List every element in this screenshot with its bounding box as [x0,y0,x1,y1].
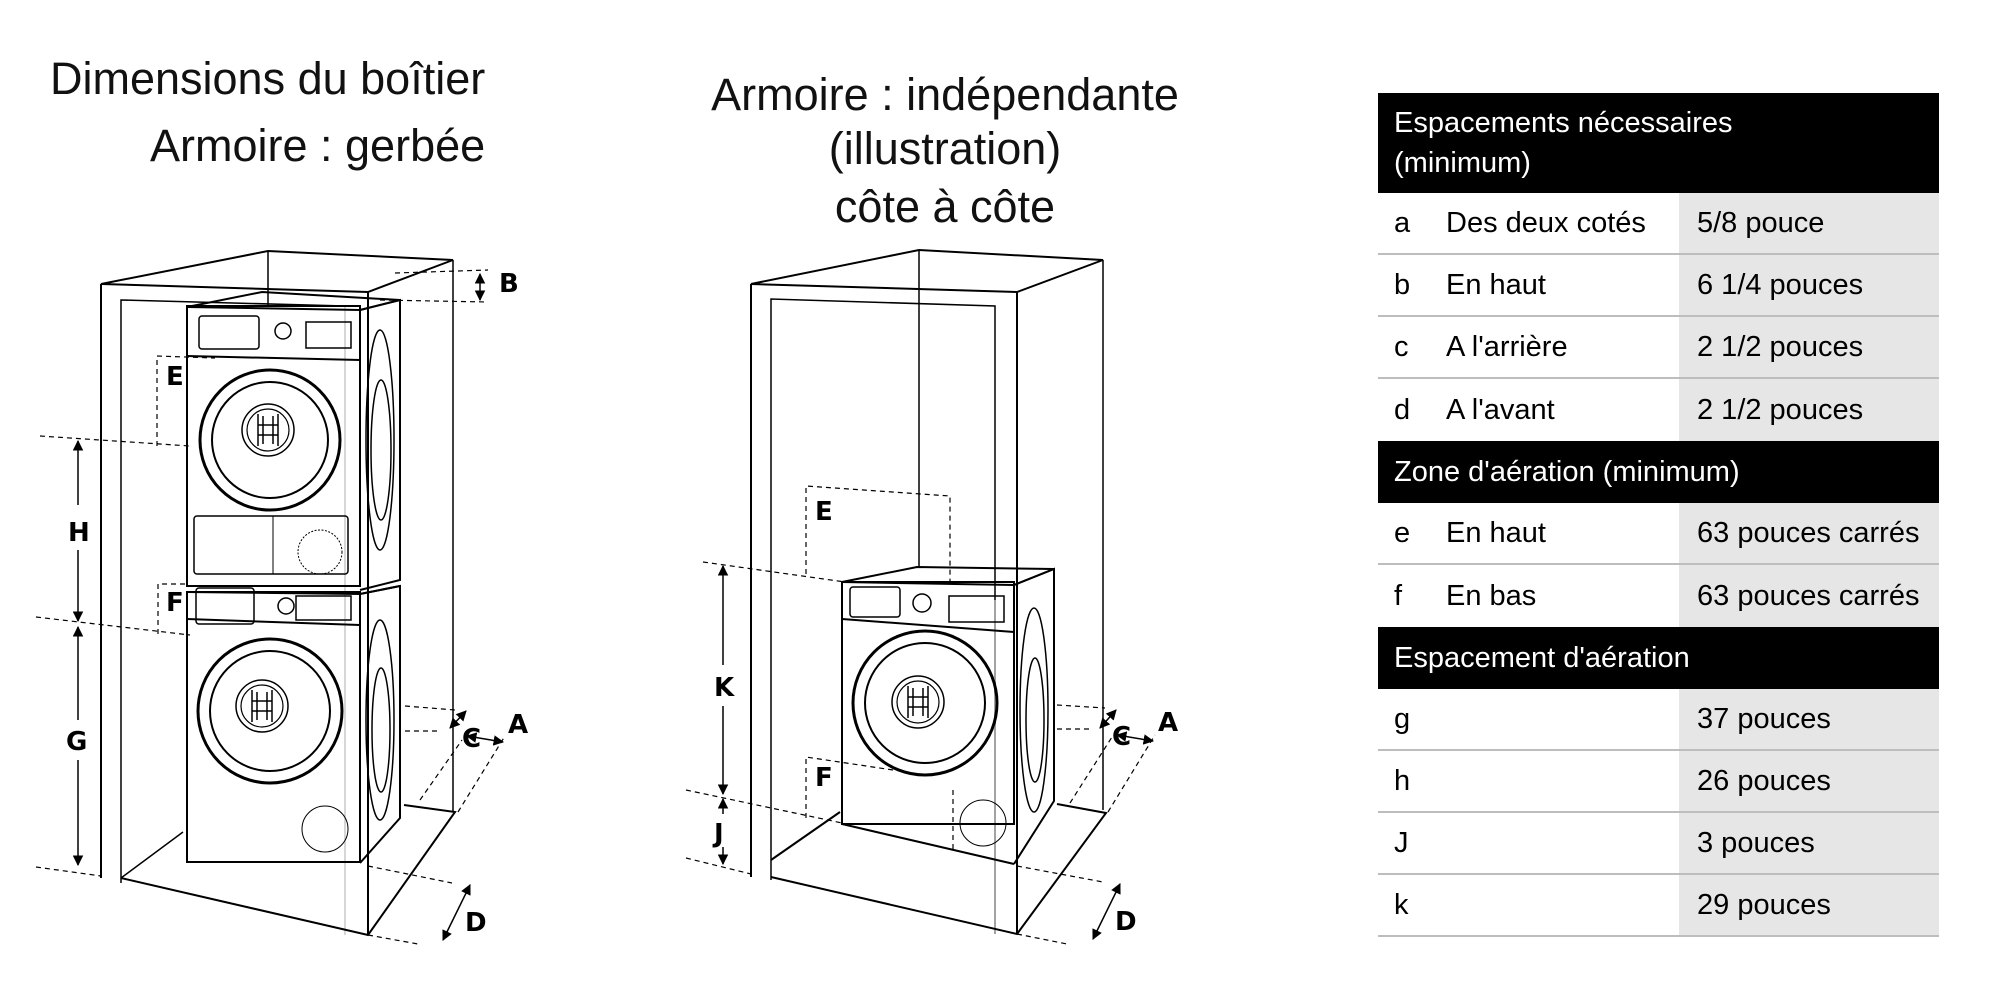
row-value: 29 pouces [1679,875,1939,935]
row-code: g [1394,702,1411,735]
label-a: A [508,710,528,740]
table-row: g 37 pouces [1378,689,1939,751]
row-label [1446,813,1679,873]
freestanding-title-line1: Armoire : indépendante [711,69,1179,120]
section-vent-spacing: Espacement d'aération g 37 pouces h 26 p… [1378,627,1939,937]
row-code: h [1394,764,1411,797]
row-label [1446,875,1679,935]
label-d: D [1115,907,1137,937]
row-code: k [1394,888,1409,921]
label-h: H [68,518,90,548]
row-label [1446,751,1679,811]
row-code: f [1394,579,1403,612]
cabinet-diagrams: B E H F G C A D [35,248,1178,945]
label-b: B [499,269,519,299]
row-value: 2 1/2 pouces [1679,379,1939,441]
row-value: 37 pouces [1679,689,1939,749]
clearance-table: Espacements nécessaires (minimum) a Des … [1378,93,1939,937]
label-g: G [66,727,87,757]
row-label: En bas [1446,579,1537,612]
label-c: C [462,724,481,754]
row-value: 63 pouces carrés [1679,503,1939,563]
table-row: k 29 pouces [1378,875,1939,937]
section-header: Espacement d'aération [1378,627,1939,689]
section-required-clearances: Espacements nécessaires (minimum) a Des … [1378,93,1939,441]
table-row: f En bas 63 pouces carrés [1378,565,1939,627]
freestanding-title-line2: (illustration) [828,123,1062,174]
row-code: b [1394,268,1411,301]
row-code: e [1394,516,1411,549]
freestanding-title-line3: côte à côte [834,181,1056,232]
row-code: a [1394,206,1411,239]
row-code: J [1394,826,1409,859]
row-label: A l'arrière [1446,330,1568,363]
freestanding-cabinet-drawing [750,248,1108,936]
section-header: Espacements nécessaires (minimum) [1378,93,1939,193]
table-row: b En haut 6 1/4 pouces [1378,255,1939,317]
label-f: F [815,763,833,793]
table-row: a Des deux cotés 5/8 pouce [1378,193,1939,255]
label-a: A [1158,708,1178,738]
table-row: J 3 pouces [1378,813,1939,875]
row-label: Des deux cotés [1446,206,1646,239]
freestanding-dimension-arrows [717,564,1155,940]
stacked-dimension-arrows [72,272,505,941]
freestanding-dimension-lines [685,485,1156,945]
table-row: c A l'arrière 2 1/2 pouces [1378,317,1939,379]
row-value: 2 1/2 pouces [1679,317,1939,377]
stacked-cabinet-drawing [100,249,457,937]
row-code: c [1394,330,1409,363]
stacked-title-line1: Dimensions du boîtier [50,53,486,104]
row-value: 26 pouces [1679,751,1939,811]
row-value: 5/8 pouce [1679,193,1939,253]
row-label [1446,689,1679,749]
label-c: C [1112,722,1131,752]
label-k: K [714,673,735,703]
row-value: 3 pouces [1679,813,1939,873]
label-d: D [465,908,487,938]
table-row: h 26 pouces [1378,751,1939,813]
label-e: E [815,497,833,527]
table-row: d A l'avant 2 1/2 pouces [1378,379,1939,441]
label-e: E [166,362,184,392]
section-header: Zone d'aération (minimum) [1378,441,1939,503]
row-value: 6 1/4 pouces [1679,255,1939,315]
row-label: En haut [1446,268,1546,301]
label-j: J [712,819,724,849]
row-code: d [1394,393,1411,426]
row-label: A l'avant [1446,393,1555,426]
row-label: En haut [1446,516,1546,549]
table-row: e En haut 63 pouces carrés [1378,503,1939,565]
stacked-title-line2: Armoire : gerbée [150,120,486,171]
label-f: F [166,588,184,618]
row-value: 63 pouces carrés [1679,565,1939,627]
section-header-line2: (minimum) [1394,147,1531,179]
stacked-dimension-lines [35,269,506,945]
section-vent-area: Zone d'aération (minimum) e En haut 63 p… [1378,441,1939,627]
section-header-line1: Espacements nécessaires [1394,107,1733,139]
